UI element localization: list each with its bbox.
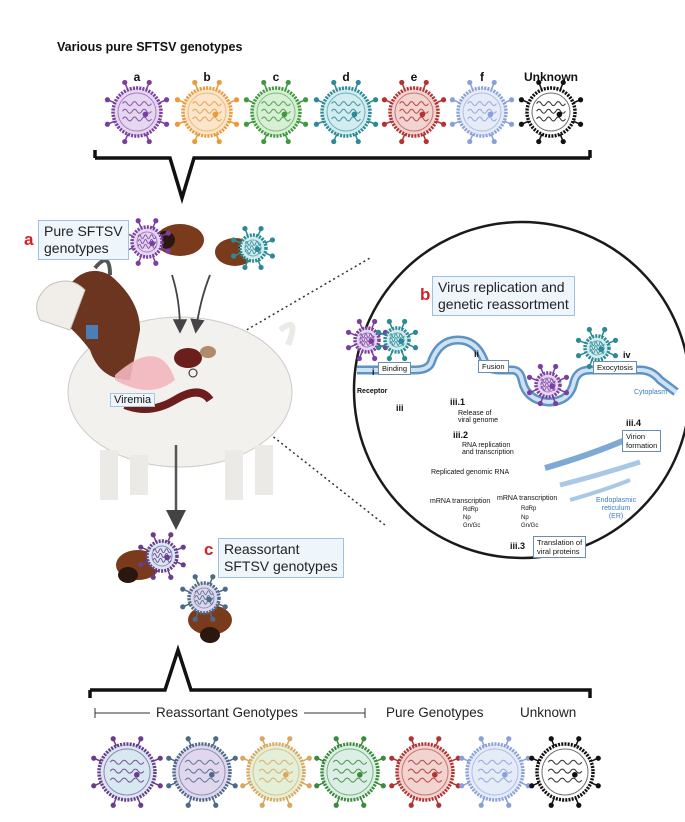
virus-icon (575, 326, 619, 370)
mrna-left-label: mRNA transcription (430, 498, 491, 505)
virus-icon (123, 218, 171, 266)
genotype-label: b (203, 70, 211, 84)
section-c-line1: Reassortant (224, 541, 300, 557)
section-c-label: Reassortant SFTSV genotypes (218, 538, 344, 578)
gngc-right: Gn/Gc (521, 523, 539, 529)
rna-line1: RNA replication (462, 442, 511, 449)
virus-icon (345, 318, 389, 362)
virion-line1: Virion (626, 432, 646, 441)
step-i: i (372, 367, 375, 377)
genotype-virus-icon (91, 736, 163, 808)
virion-line2: formation (626, 441, 658, 450)
genotype-virus-icon (240, 736, 312, 808)
genotype-label: c (272, 70, 280, 84)
genotype-virus-icon (389, 736, 461, 808)
translation-label: Translation of viral proteins (533, 536, 587, 558)
tick-icon (155, 224, 204, 256)
virus-icon (180, 574, 228, 622)
arrow-tick-to-goat-2 (190, 274, 211, 334)
section-b-line2: genetic reassortment (438, 296, 569, 312)
reassortant-genotypes-label: Reassortant Genotypes (150, 705, 304, 720)
rdrp-left: RdRp (463, 507, 479, 513)
top-genotype-viruses (104, 79, 584, 145)
section-a-line1: Pure SFTSV (44, 223, 123, 239)
bottom-bracket (88, 644, 592, 698)
section-b-letter: b (420, 285, 431, 304)
genotype-virus-icon (449, 79, 515, 145)
rna-label: RNA replication and transcription (462, 442, 514, 456)
genotype-virus-icon (314, 736, 386, 808)
figure-title: Various pure SFTSV genotypes (57, 40, 243, 54)
genotype-virus-icon (381, 79, 447, 145)
replicated-rna-label: Replicated genomic RNA (431, 469, 510, 476)
translation-line1: Translation of (537, 538, 583, 547)
release-line2: viral genome (458, 417, 499, 424)
step-iii1: iii.1 (450, 397, 466, 407)
tick-icon (188, 605, 232, 643)
np-left: Np (463, 515, 471, 521)
genotype-label: d (342, 70, 350, 84)
gngc-left: Gn/Gc (463, 523, 481, 529)
genotype-virus-icon (174, 79, 240, 145)
section-c-letter: c (204, 540, 214, 559)
genotype-virus-icon (459, 736, 531, 808)
mrna-right-label: mRNA transcription (497, 495, 558, 502)
er-line3: (ER) (608, 513, 624, 520)
genotype-label: e (410, 70, 418, 84)
binding-label: Binding (378, 362, 412, 375)
er-line1: Endoplasmic (596, 497, 637, 504)
step-ii: ii (474, 349, 480, 359)
unknown-label: Unknown (520, 705, 577, 720)
step-iii4: iii.4 (626, 418, 642, 428)
genotype-virus-icon (313, 79, 379, 145)
step-iii: iii (396, 403, 404, 413)
exocytosis-label: Exocytosis (593, 361, 637, 374)
rna-line2: and transcription (462, 449, 514, 456)
virus-icon (526, 363, 570, 407)
section-b-label: Virus replication and genetic reassortme… (432, 276, 575, 316)
er-line2: reticulum (601, 505, 631, 512)
fusion-label: Fusion (478, 360, 509, 373)
receptor-label: Receptor (357, 388, 388, 395)
section-b-line1: Virus replication and (438, 279, 565, 295)
genotype-virus-icon (518, 79, 584, 145)
translation-line2: viral proteins (537, 547, 580, 556)
genotype-label: f (480, 70, 484, 84)
step-iii3: iii.3 (510, 541, 526, 551)
viremia-label: Viremia (110, 393, 156, 407)
genotype-virus-icon (104, 79, 170, 145)
genotype-virus-icon (529, 736, 601, 808)
genotype-virus-icon (243, 79, 309, 145)
np-right: Np (521, 515, 529, 521)
release-label: Release of viral genome (458, 410, 498, 424)
section-c-line2: SFTSV genotypes (224, 558, 338, 574)
cytoplasm-label: Cytoplasm (634, 389, 668, 396)
bottom-genotype-viruses (91, 736, 601, 808)
section-a-letter: a (24, 230, 34, 249)
virion-label: Virion formation (622, 430, 662, 452)
goat-illustration (36, 258, 296, 500)
genotype-virus-icon (166, 736, 238, 808)
virus-icon (375, 318, 419, 362)
top-bracket (93, 150, 592, 205)
er-label: Endoplasmic reticulum (ER) (596, 497, 636, 521)
pure-genotypes-label: Pure Genotypes (386, 705, 484, 720)
step-iii2: iii.2 (453, 430, 469, 440)
virus-icon (138, 532, 186, 580)
rdrp-right: RdRp (521, 506, 537, 512)
genotype-label: a (133, 70, 141, 84)
virus-icon (230, 225, 276, 271)
zoom-line-top (194, 257, 371, 361)
section-a-line2: genotypes (44, 240, 109, 256)
release-line1: Release of (458, 410, 492, 417)
arrow-tick-to-goat-1 (171, 274, 188, 334)
step-iv: iv (623, 350, 631, 360)
section-a-label: Pure SFTSV genotypes (38, 220, 129, 260)
